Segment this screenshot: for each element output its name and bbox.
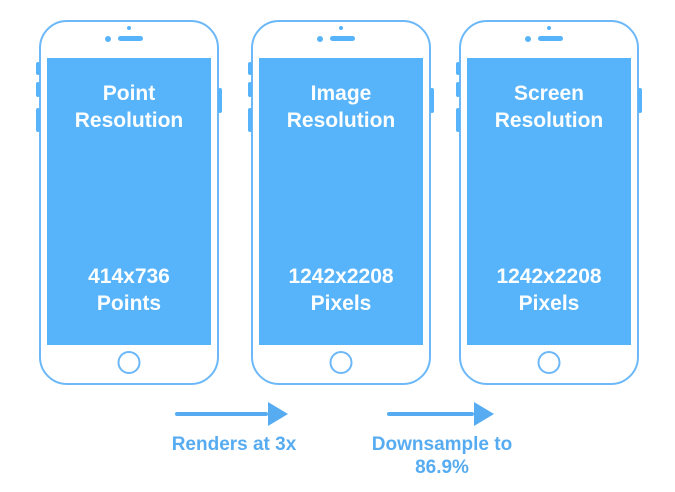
- camera-icon: [317, 36, 323, 42]
- arrow-label-text: Renders at 3x: [171, 434, 297, 455]
- mute-switch: [36, 62, 40, 75]
- screen-value-line2: Pixels: [310, 292, 372, 315]
- arrow-head: [474, 402, 494, 426]
- screen-value-line1: 1242x2208: [496, 265, 602, 288]
- sensor-dot-icon: [127, 26, 131, 30]
- arrow-label-downsample: Downsample to 86.9%: [362, 433, 522, 479]
- screen-title: Point Resolution: [49, 80, 209, 134]
- home-button: [329, 351, 353, 374]
- screen-value-line2: Pixels: [518, 292, 580, 315]
- screen-title-line2: Resolution: [74, 109, 184, 132]
- phone-frame-point: Point Resolution 414x736 Points: [36, 20, 222, 385]
- volume-down-button: [456, 108, 460, 132]
- screen-title-line2: Resolution: [494, 109, 604, 132]
- screen-value: 1242x2208 Pixels: [469, 263, 629, 317]
- home-button: [537, 351, 561, 374]
- arrow-right-icon: [175, 402, 288, 426]
- arrow-label-line1: Downsample to: [371, 434, 513, 455]
- screen-value-line1: 414x736: [88, 265, 170, 288]
- speaker-icon: [118, 36, 143, 41]
- screen-title: Screen Resolution: [469, 80, 629, 134]
- power-button: [218, 88, 222, 113]
- mute-switch: [248, 62, 252, 75]
- screen-title-line1: Point: [102, 82, 156, 105]
- screen-title-line1: Screen: [513, 82, 585, 105]
- arrow-label-line2: 86.9%: [415, 457, 469, 478]
- screen-title-line2: Resolution: [286, 109, 396, 132]
- phone-screen: Point Resolution 414x736 Points: [47, 58, 211, 345]
- arrow-shaft: [175, 412, 268, 416]
- screen-value: 1242x2208 Pixels: [261, 263, 421, 317]
- camera-icon: [105, 36, 111, 42]
- sensor-dot-icon: [339, 26, 343, 30]
- phone-frame-image: Image Resolution 1242x2208 Pixels: [248, 20, 434, 385]
- camera-icon: [525, 36, 531, 42]
- screen-value-line2: Points: [96, 292, 162, 315]
- screen-title-line1: Image: [310, 82, 372, 105]
- home-button: [117, 351, 141, 374]
- arrow-label-renders: Renders at 3x: [154, 433, 314, 456]
- volume-up-button: [248, 82, 252, 97]
- arrow-shaft: [387, 412, 474, 416]
- volume-down-button: [248, 108, 252, 132]
- screen-value-line1: 1242x2208: [288, 265, 394, 288]
- screen-title: Image Resolution: [261, 80, 421, 134]
- mute-switch: [456, 62, 460, 75]
- phone-screen: Screen Resolution 1242x2208 Pixels: [467, 58, 631, 345]
- volume-up-button: [456, 82, 460, 97]
- power-button: [638, 88, 642, 113]
- arrow-head: [268, 402, 288, 426]
- phone-frame-screen: Screen Resolution 1242x2208 Pixels: [456, 20, 642, 385]
- volume-down-button: [36, 108, 40, 132]
- volume-up-button: [36, 82, 40, 97]
- sensor-dot-icon: [547, 26, 551, 30]
- screen-value: 414x736 Points: [49, 263, 209, 317]
- power-button: [430, 88, 434, 113]
- speaker-icon: [330, 36, 355, 41]
- speaker-icon: [538, 36, 563, 41]
- phone-screen: Image Resolution 1242x2208 Pixels: [259, 58, 423, 345]
- arrow-right-icon: [387, 402, 494, 426]
